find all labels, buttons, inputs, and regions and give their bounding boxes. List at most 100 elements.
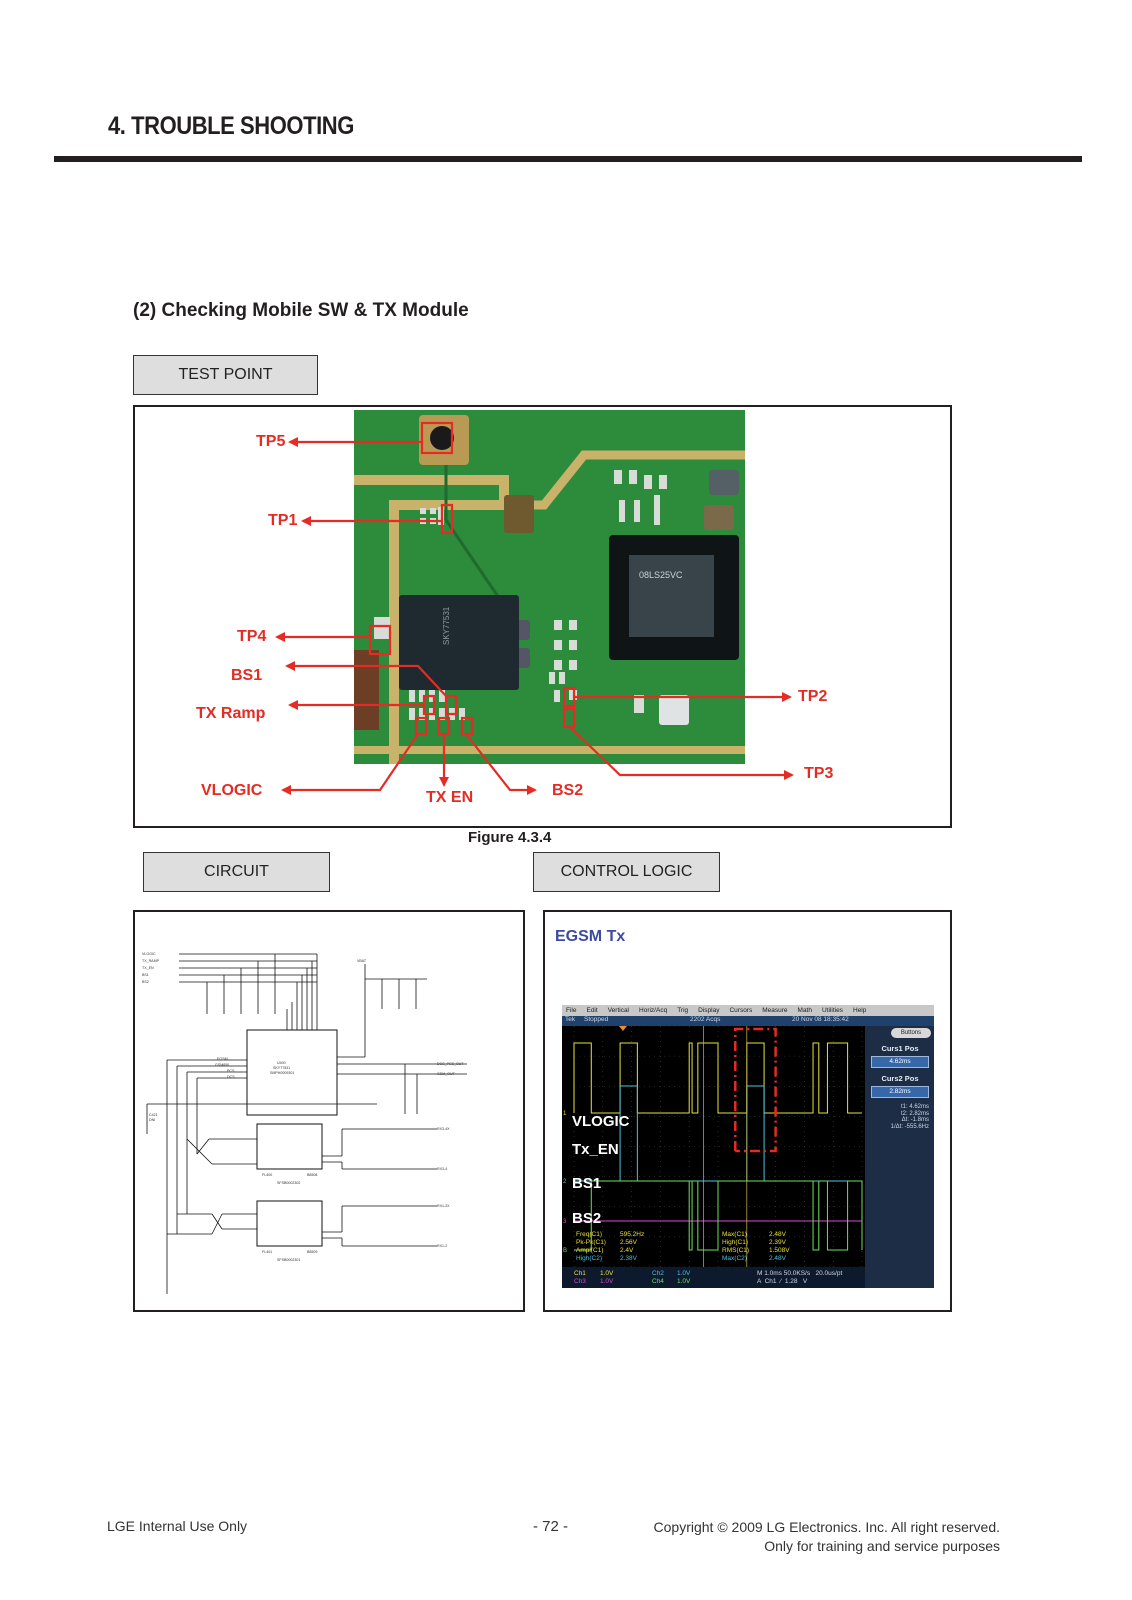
callout-overlay bbox=[275, 421, 794, 795]
scope-menu-cursors[interactable]: Cursors bbox=[729, 1007, 753, 1014]
ic-part-number: SMPH0009301 bbox=[270, 1071, 294, 1075]
label-tx-ramp: TX Ramp bbox=[196, 705, 266, 722]
trace-label-vlogic: VLOGIC bbox=[572, 1113, 630, 1130]
scope-status-bar: Tek Stopped 2202 Acqs 20 Nov 08 18:35:42 bbox=[562, 1016, 934, 1026]
schematic: VLOGIC TX_RAMP TX_EN BS1 BS2 U400 SKY775… bbox=[142, 952, 467, 1294]
scope-menu-bar: File Edit Vertical Horiz/Acq Trig Display Curs… bbox=[562, 1005, 934, 1016]
net-egsm: EGSM bbox=[217, 1057, 228, 1061]
net-tx-ramp: TX_RAMP bbox=[142, 959, 160, 963]
c421-value: DNI bbox=[149, 1118, 155, 1122]
channel-marker: 2 bbox=[563, 1179, 567, 1185]
out-dcs-pcs: DCS_PCS_OUT bbox=[437, 1062, 464, 1066]
fl400-part: SFSB0002302 bbox=[277, 1181, 300, 1185]
scope-menu-trig[interactable]: Trig bbox=[677, 1007, 689, 1014]
scope-trigger: A Ch1 ⁄ 1.28 V bbox=[757, 1278, 808, 1285]
label-bs1: BS1 bbox=[231, 667, 263, 684]
scope-brand: Tek bbox=[565, 1016, 576, 1023]
figure-caption: Figure 4.3.4 bbox=[468, 829, 552, 846]
fl400-out1: RX3-4X bbox=[437, 1127, 450, 1131]
fl400-label: B8508 bbox=[307, 1173, 317, 1177]
c421-label: C421 bbox=[149, 1113, 158, 1117]
net-dcs: DCS bbox=[227, 1075, 235, 1079]
trace-label-bs1: BS1 bbox=[572, 1175, 602, 1192]
channel-marker: 1 bbox=[563, 1111, 567, 1117]
scope-side-panel: Buttons Curs1 Pos 4.62ms Curs2 Pos 2.82m… bbox=[865, 1026, 934, 1288]
tx-ramp-highlight bbox=[422, 694, 436, 716]
bs2-highlight bbox=[460, 716, 474, 736]
label-tp2: TP2 bbox=[798, 688, 828, 705]
scope-state: Stopped bbox=[584, 1016, 609, 1023]
pa-module-chip bbox=[399, 595, 519, 690]
label-tp1: TP1 bbox=[268, 512, 298, 529]
channel-marker: B bbox=[563, 1248, 567, 1254]
label-tp4: TP4 bbox=[237, 628, 267, 645]
footer-internal-use: LGE Internal Use Only bbox=[107, 1518, 248, 1534]
page-title: 4. TROUBLE SHOOTING bbox=[108, 112, 354, 140]
scope-menu-display[interactable]: Display bbox=[698, 1007, 720, 1014]
trace-label-tx-en: Tx_EN bbox=[572, 1141, 619, 1158]
training-note: Only for training and service purposes bbox=[764, 1538, 1000, 1554]
label-tp3: TP3 bbox=[804, 765, 834, 782]
bs2-arrow bbox=[465, 733, 537, 795]
channel-marker: 3 bbox=[563, 1219, 567, 1225]
scope-menu-horiz-acq[interactable]: Horiz/Acq bbox=[639, 1007, 668, 1014]
ic-ref: U400 bbox=[277, 1061, 286, 1065]
net-tx-en: TX_EN bbox=[142, 966, 154, 970]
title-divider bbox=[54, 156, 1082, 162]
tp2-highlight bbox=[562, 686, 576, 708]
svg-text:SKY77531: SKY77531 bbox=[442, 606, 451, 645]
scope-waveforms: 1 2 3B bbox=[563, 1026, 863, 1267]
curs1-title: Curs1 Pos bbox=[881, 1044, 919, 1053]
trigger-marker bbox=[618, 1026, 627, 1031]
scope-menu-file[interactable]: File bbox=[566, 1007, 577, 1014]
scope-buttons-button[interactable]: Buttons bbox=[891, 1028, 931, 1038]
pcb-illustration: SKY77531 08LS25VC bbox=[354, 410, 745, 764]
tp3-highlight bbox=[562, 707, 576, 729]
scope-menu-utilities[interactable]: Utilities bbox=[821, 1007, 843, 1014]
net-bs1: BS1 bbox=[142, 973, 149, 977]
label-tx-en: TX EN bbox=[426, 789, 474, 806]
scope-menu-math[interactable]: Math bbox=[797, 1007, 812, 1014]
trace-bs2 bbox=[574, 1180, 863, 1251]
fl401-out2: RX1-2 bbox=[437, 1244, 447, 1248]
vlogic-highlight bbox=[414, 716, 428, 736]
scope-menu-edit[interactable]: Edit bbox=[586, 1007, 598, 1014]
chip-marking: 08LS25VC bbox=[639, 570, 683, 580]
scope-menu-help[interactable]: Help bbox=[852, 1007, 867, 1014]
measurement-values-right: 2.48V 2.39V 1.508V 2.48V bbox=[769, 1231, 790, 1262]
measurements-right: Max(C1) High(C1) RMS(C1) Max(C2) bbox=[722, 1231, 750, 1262]
scope-channel-settings: Ch1 1.0V Ch3 1.0V Ch2 1.0V Ch4 1.0V M 1.… bbox=[562, 1267, 865, 1288]
scope-menu-measure[interactable]: Measure bbox=[762, 1007, 788, 1014]
vbat-label: VBAT bbox=[357, 959, 367, 963]
bs1-highlight bbox=[444, 694, 458, 716]
out-gsm: GSM_OUT bbox=[437, 1072, 456, 1076]
net-gsm850: GSM850 bbox=[215, 1063, 229, 1067]
footer-copyright: Copyright © 2009 LG Electronics. Inc. Al… bbox=[654, 1518, 1000, 1556]
measurements-left: Freq(C1) Pk-Pk(C1) Ampl(C1) High(C2) bbox=[576, 1231, 606, 1262]
fl401-label: B8509 bbox=[307, 1250, 317, 1254]
measurement-values-left: 595.2Hz 2.56V 2.4V 2.38V bbox=[620, 1231, 645, 1262]
tp3-arrow bbox=[569, 726, 794, 780]
net-pcs: PCS bbox=[227, 1069, 235, 1073]
bs1-arrow bbox=[285, 661, 447, 697]
curs2-value[interactable]: 2.82ms bbox=[871, 1086, 929, 1098]
net-vlogic: VLOGIC bbox=[142, 952, 156, 956]
net-bs2: BS2 bbox=[142, 980, 149, 984]
tp4-highlight bbox=[368, 624, 392, 656]
circuit-figure bbox=[133, 910, 525, 1312]
tp1-highlight bbox=[440, 503, 454, 535]
cursor-readout: t1: 4.62ms t2: 2.82ms Δt: -1.8ms 1/Δt: -… bbox=[890, 1104, 929, 1130]
scope-menu-vertical[interactable]: Vertical bbox=[607, 1007, 630, 1014]
fl401-out1: RX1-2X bbox=[437, 1204, 450, 1208]
curs2-title: Curs2 Pos bbox=[881, 1074, 919, 1083]
circuit-label-box: CIRCUIT bbox=[143, 852, 330, 892]
vlogic-arrow bbox=[281, 733, 419, 795]
curs1-value[interactable]: 4.62ms bbox=[871, 1056, 929, 1068]
label-tp5: TP5 bbox=[256, 433, 286, 450]
scope-datetime: 20 Nov 08 18:35:42 bbox=[792, 1016, 849, 1023]
fl400-ref: FL400 bbox=[262, 1173, 272, 1177]
trace-label-bs2: BS2 bbox=[572, 1210, 602, 1227]
control-logic-label-box: CONTROL LOGIC bbox=[533, 852, 720, 892]
egsm-tx-title: EGSM Tx bbox=[555, 928, 626, 945]
